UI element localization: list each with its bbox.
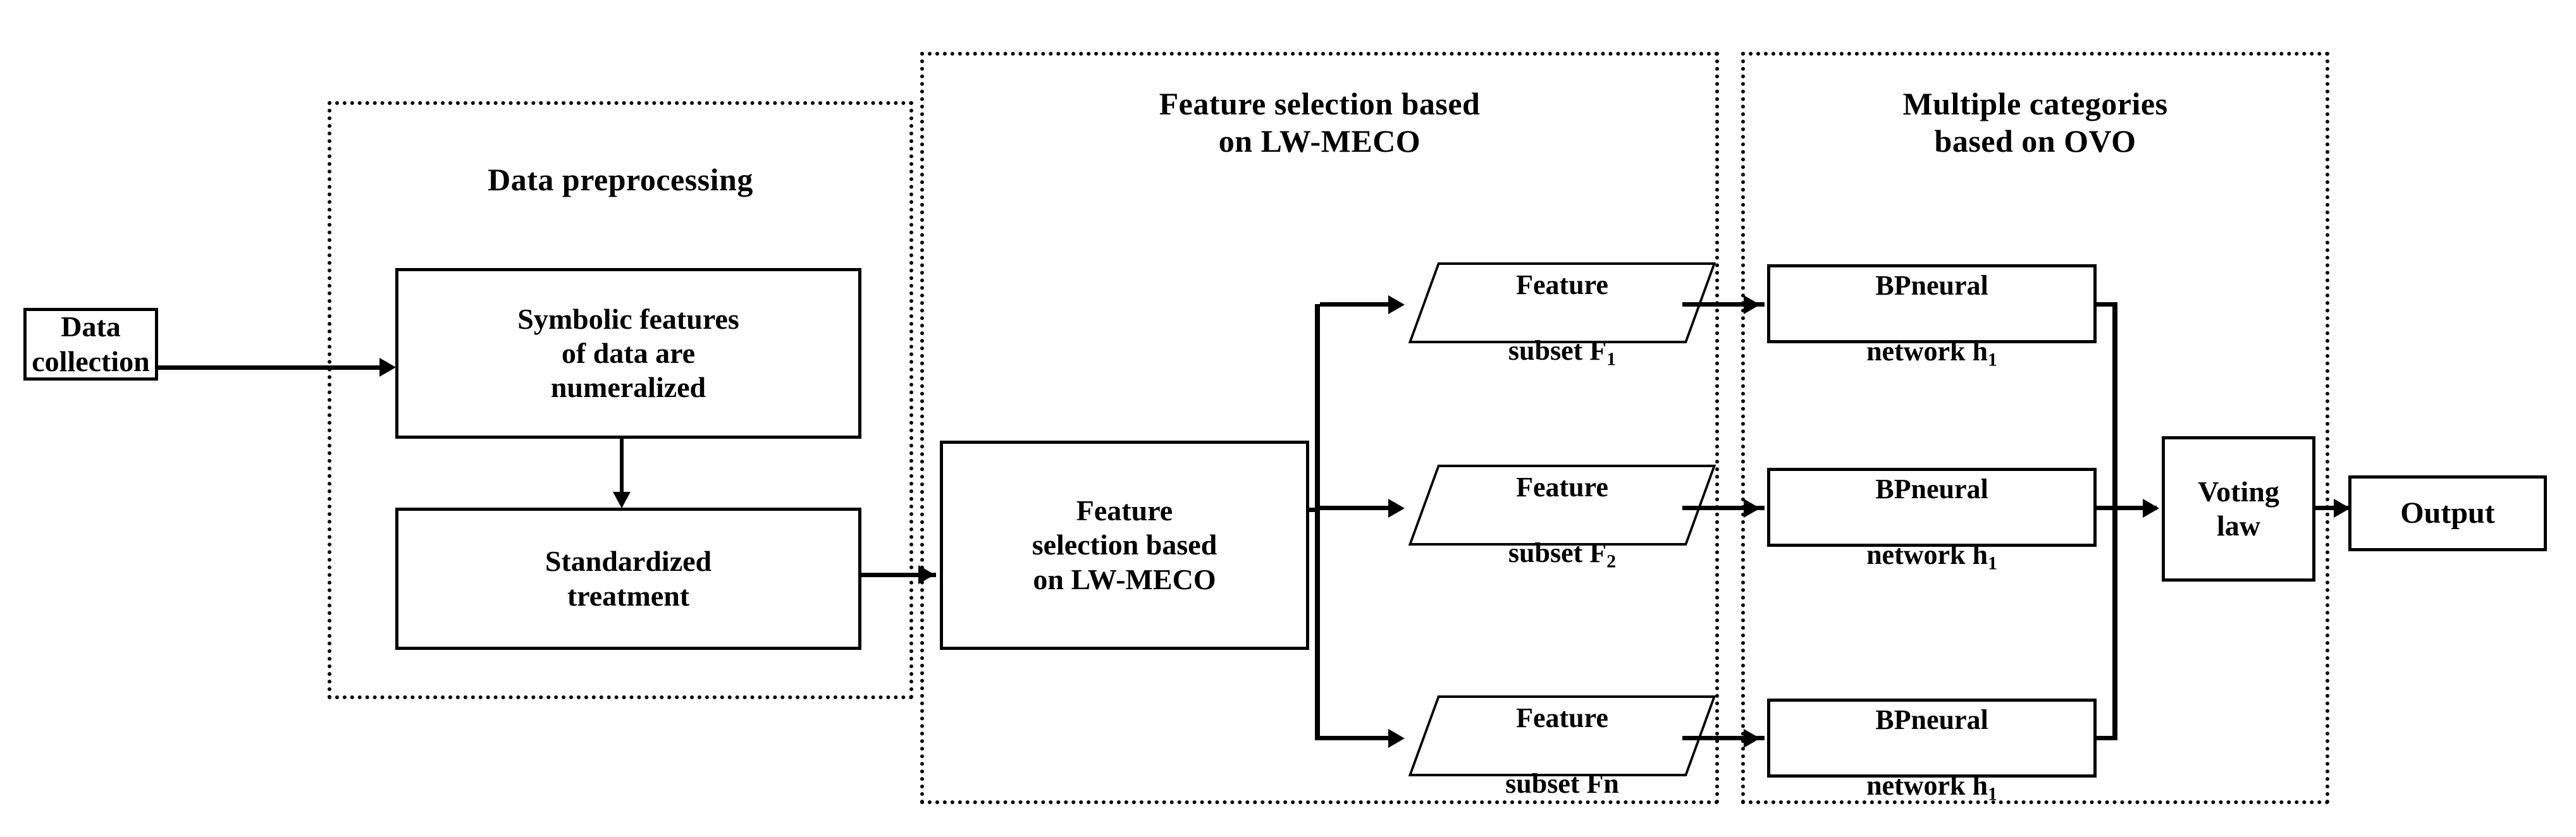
connector-branch-to-subset-2 xyxy=(1320,506,1393,510)
feature-subset-2-line1: Feature xyxy=(1516,471,1608,503)
bp-network-3-subscript: 1 xyxy=(1987,783,1997,805)
bp-network-2-line1: BPneural xyxy=(1875,473,1988,505)
bp-network-1-line2: network h xyxy=(1866,336,1988,367)
arrowhead-branch-to-subset-1 xyxy=(1388,295,1405,314)
connector-subset1-to-bp1 xyxy=(1682,302,1765,307)
panel-title-feature-selection: Feature selection based on LW-MECO xyxy=(1159,86,1481,159)
connector-lwmeco-stub xyxy=(1309,508,1319,512)
connector-branch-to-subset-1 xyxy=(1320,302,1393,307)
connector-subset2-to-bp2 xyxy=(1682,506,1765,510)
connector-bp1-merge-stub xyxy=(2097,302,2117,307)
bp-network-2-line2: network h xyxy=(1866,539,1988,571)
panel-title-multiple-categories: Multiple categories based on OVO xyxy=(1902,86,2168,159)
connector-bp3-merge-stub xyxy=(2097,736,2117,740)
node-data-collection[interactable]: Data collection xyxy=(23,308,158,381)
bp-network-3-line2: network h xyxy=(1866,770,1988,802)
label-feature-subset-n: Feature subset Fn xyxy=(1423,695,1701,799)
feature-subset-2-subscript: 2 xyxy=(1606,550,1617,571)
feature-subset-1-line2: subset F xyxy=(1508,334,1607,366)
connector-subsetn-to-bpn xyxy=(1682,736,1765,740)
arrowhead-symbolic-to-standardized xyxy=(613,492,631,508)
arrowhead-subsetn-to-bpn xyxy=(1744,729,1760,748)
arrowhead-merge-to-voting xyxy=(2143,499,2159,518)
bp-network-1-line1: BPneural xyxy=(1875,270,1988,302)
feature-subset-1-subscript: 1 xyxy=(1606,348,1617,369)
node-output[interactable]: Output xyxy=(2348,475,2547,551)
connector-merge-to-voting xyxy=(2117,506,2157,510)
connector-symbolic-to-standardized xyxy=(620,439,624,501)
connector-merge-trunk xyxy=(2112,302,2117,740)
node-feature-selection-lwmeco[interactable]: Feature selection based on LW-MECO xyxy=(940,441,1309,650)
label-feature-subset-1: Feature subset F1 xyxy=(1423,262,1701,369)
panel-title-data-preprocessing: Data preprocessing xyxy=(488,162,753,197)
connector-branch-to-subset-3 xyxy=(1320,736,1393,740)
node-bp-neural-network-1[interactable]: BPneural network h1 xyxy=(1767,264,2097,370)
feature-subset-n-line1: Feature xyxy=(1516,702,1608,733)
feature-subset-1-line1: Feature xyxy=(1516,269,1608,300)
connector-fanout-trunk xyxy=(1315,304,1320,740)
bp-network-3-line1: BPneural xyxy=(1875,704,1988,736)
bp-network-1-subscript: 1 xyxy=(1987,349,1997,370)
node-standardized-treatment[interactable]: Standardized treatment xyxy=(395,508,861,650)
connector-bp2-merge-stub xyxy=(2097,506,2117,510)
node-symbolic-features[interactable]: Symbolic features of data are numeralize… xyxy=(395,268,861,439)
arrowhead-branch-to-subset-2 xyxy=(1388,499,1405,518)
feature-subset-2-line2: subset F xyxy=(1508,537,1607,568)
panel-feature-selection xyxy=(920,52,1719,804)
node-bp-neural-network-2[interactable]: BPneural network h1 xyxy=(1767,468,2097,573)
connector-collection-to-symbolic xyxy=(158,365,385,370)
arrowhead-subset2-to-bp2 xyxy=(1744,499,1760,518)
arrowhead-standardized-to-lwmeco xyxy=(918,565,935,584)
node-bp-neural-network-3[interactable]: BPneural network h1 xyxy=(1767,699,2097,804)
arrowhead-voting-to-output xyxy=(2334,499,2350,518)
panel-multiple-categories xyxy=(1741,52,2329,804)
connector-standardized-to-lwmeco xyxy=(861,573,936,577)
node-voting-law[interactable]: Voting law xyxy=(2162,436,2315,582)
bp-network-2-subscript: 1 xyxy=(1987,553,1997,574)
feature-subset-n-line2: subset Fn xyxy=(1505,767,1619,799)
arrowhead-branch-to-subset-3 xyxy=(1388,729,1405,748)
arrowhead-subset1-to-bp1 xyxy=(1744,295,1760,314)
arrowhead-collection-to-symbolic xyxy=(379,358,396,377)
panel-data-preprocessing xyxy=(328,101,913,699)
label-feature-subset-2: Feature subset F2 xyxy=(1423,465,1701,571)
